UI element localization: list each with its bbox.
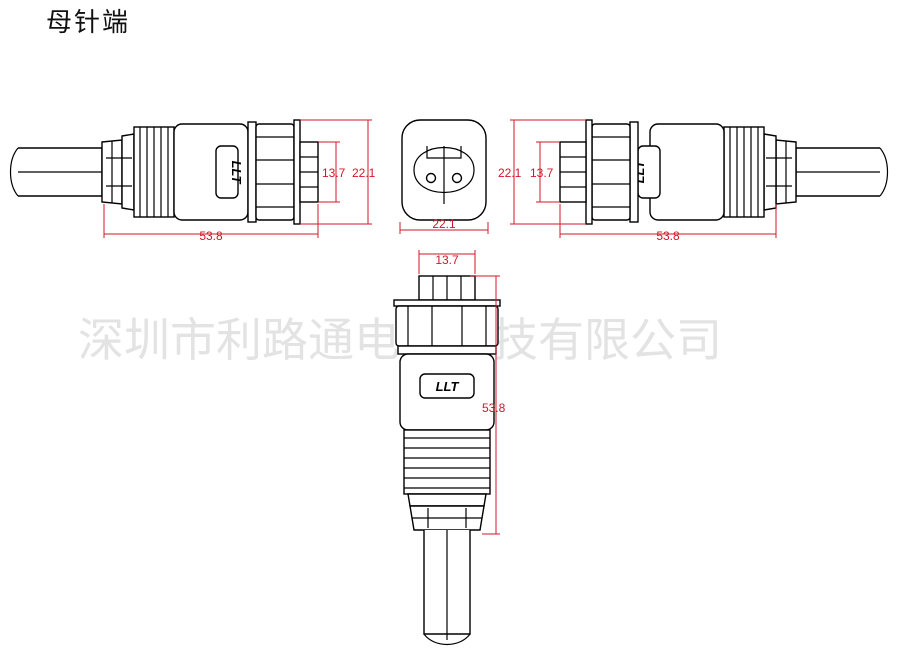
left-coupling-nut xyxy=(247,119,301,225)
bottom-receptacle-teeth xyxy=(418,275,476,301)
right-coupling-nut xyxy=(585,119,639,225)
left-logo-badge: LLT xyxy=(215,145,244,199)
bottom-body: LLT xyxy=(399,353,495,431)
right-connector-view: LLT 53.8 22.1 xyxy=(498,119,889,243)
right-grip-body xyxy=(649,123,765,221)
right-length-dim: 53.8 xyxy=(656,229,680,243)
left-outer-height-dim: 22.1 xyxy=(352,166,376,180)
bottom-grip-body xyxy=(403,429,491,495)
left-connector-view: LLT 53.8 13.7 xyxy=(9,119,376,243)
pin-socket-2 xyxy=(451,172,463,184)
face-diameter-dim: 22.1 xyxy=(432,217,456,231)
pin-socket-1 xyxy=(425,172,437,184)
bottom-cable xyxy=(423,530,471,646)
left-strain-relief xyxy=(101,133,135,211)
page-title: 母针端 xyxy=(46,8,131,38)
bottom-logo-badge xyxy=(419,373,475,399)
left-cable xyxy=(9,147,103,197)
left-logo-text: LLT xyxy=(229,161,244,185)
bottom-dimensions: 13.7 53.8 xyxy=(418,250,506,535)
left-length-dim: 53.8 xyxy=(199,229,223,243)
bottom-strain-relief xyxy=(407,493,487,531)
left-dimensions: 53.8 13.7 22.1 xyxy=(103,119,376,243)
right-inner-height-dim: 13.7 xyxy=(530,166,554,180)
bottom-coupling-nut xyxy=(393,299,501,355)
right-receptacle-teeth xyxy=(559,141,587,203)
right-strain-relief xyxy=(763,133,797,211)
left-inner-height-dim: 13.7 xyxy=(322,166,346,180)
right-outer-height-dim: 22.1 xyxy=(498,166,522,180)
bottom-logo-text: LLT xyxy=(436,379,460,394)
bottom-connector-view: LLT 13.7 xyxy=(393,250,506,646)
right-cable xyxy=(795,147,889,197)
bottom-length-dim: 53.8 xyxy=(482,401,506,415)
left-receptacle-teeth xyxy=(299,141,319,203)
right-dimensions: 53.8 22.1 13.7 xyxy=(498,119,777,243)
front-face-view: 22.1 xyxy=(399,119,489,234)
bottom-inner-width-dim: 13.7 xyxy=(435,253,459,267)
